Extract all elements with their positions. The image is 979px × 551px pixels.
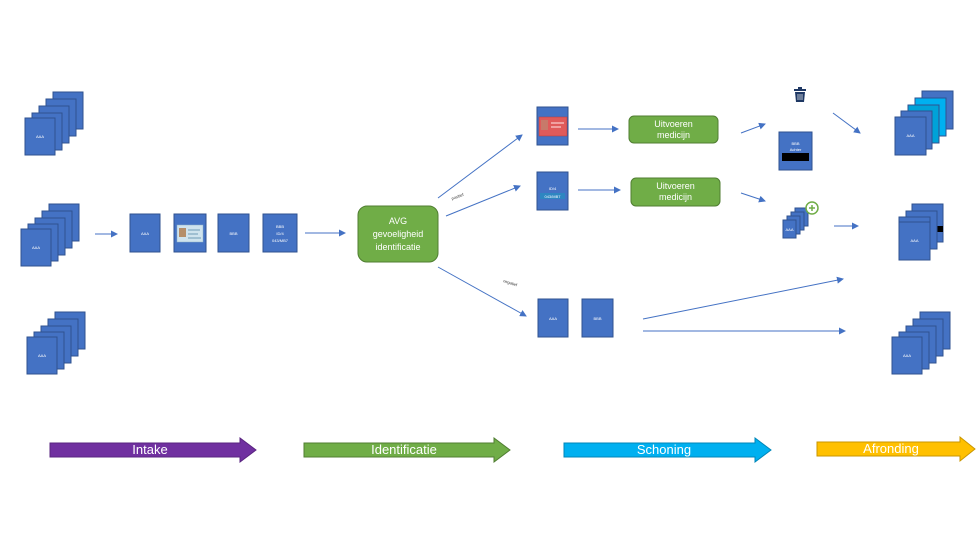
avg-line: gevoeligheid xyxy=(373,229,424,239)
doc-label: AAA xyxy=(785,227,793,232)
intake-doc-details: BBB ID/4 043/MB7 xyxy=(262,213,298,253)
doc-detail-line: 043/MB7 xyxy=(272,238,289,243)
doc-detail-line: BBB xyxy=(276,224,284,229)
phase-afronding: Afronding xyxy=(816,435,976,463)
redacted-doc: BBB Achter xyxy=(778,131,813,171)
id-line: ID/4 xyxy=(549,186,557,191)
arrow-to-added xyxy=(740,192,766,203)
id-line: 043/MB7 xyxy=(544,194,561,199)
avg-box: AVG gevoeligheid identificatie xyxy=(357,205,439,263)
edge-label-negative: negatief xyxy=(503,278,519,287)
phase-intake: Intake xyxy=(49,437,257,463)
added-doc-stack: AAA xyxy=(782,207,809,239)
phase-label: Afronding xyxy=(863,441,919,456)
output-stack-top: AAA xyxy=(894,90,954,156)
doc-label: AAA xyxy=(910,238,918,243)
doc-label: AAA xyxy=(32,245,40,250)
doc-label: BBB xyxy=(229,231,237,236)
doc-label: BBB xyxy=(593,316,601,321)
doc-detail-line: ID/4 xyxy=(276,231,284,236)
action-line: Uitvoeren xyxy=(656,181,695,191)
redaction-mark xyxy=(937,226,943,232)
id-highlight xyxy=(540,193,565,199)
doc-label: AAA xyxy=(36,134,44,139)
phase-label: Intake xyxy=(132,442,167,457)
doc-label: AAA xyxy=(906,133,914,138)
input-stack-middle: AAA xyxy=(20,203,80,267)
doc-label: AAA xyxy=(38,353,46,358)
output-stack-middle: AAA xyxy=(898,203,944,261)
action-line: medicijn xyxy=(659,192,692,202)
action-box-1: Uitvoeren medicijn xyxy=(628,115,719,144)
input-stack-top: AAA xyxy=(24,91,84,156)
phase-label: Schoning xyxy=(637,442,691,457)
input-stack-bottom: AAA xyxy=(26,311,86,375)
plus-circle-icon xyxy=(805,201,819,215)
clean-doc-1: AAA xyxy=(537,298,569,338)
output-stack-bottom: AAA xyxy=(891,311,951,375)
sensitive-photo-doc xyxy=(536,106,569,146)
action-line: medicijn xyxy=(657,130,690,140)
doc-label: AAA xyxy=(549,316,557,321)
doc-label: AAA xyxy=(141,231,149,236)
trash-icon xyxy=(794,87,806,102)
phase-schoning: Schoning xyxy=(563,437,772,463)
intake-doc-photo-id xyxy=(173,213,207,253)
arrow-avg-to-id xyxy=(445,185,521,217)
intake-doc-1: AAA xyxy=(129,213,161,253)
arrow-clean-to-mid xyxy=(642,276,844,320)
sensitive-id-doc: ID/4 043/MB7 xyxy=(536,171,569,211)
phase-label: Identificatie xyxy=(371,442,437,457)
intake-doc-3: BBB xyxy=(217,213,250,253)
redaction-bar xyxy=(782,153,809,161)
arrow-to-redacted xyxy=(740,122,766,134)
doc-label: AAA xyxy=(903,353,911,358)
action-box-2: Uitvoeren medicijn xyxy=(630,177,721,207)
avg-line: AVG xyxy=(389,216,407,226)
photo-face xyxy=(179,228,186,237)
arrow-to-output-top xyxy=(832,112,861,134)
redacted-line: BBB xyxy=(791,141,799,146)
redacted-line: Achter xyxy=(790,147,802,152)
action-line: Uitvoeren xyxy=(654,119,693,129)
phase-identificatie: Identificatie xyxy=(303,437,511,463)
edge-label-positive: positief xyxy=(451,192,465,201)
arrow-avg-to-photo xyxy=(437,134,523,199)
clean-doc-2: BBB xyxy=(581,298,614,338)
arrow-avg-to-clean xyxy=(437,266,527,317)
avg-line: identificatie xyxy=(375,242,420,252)
